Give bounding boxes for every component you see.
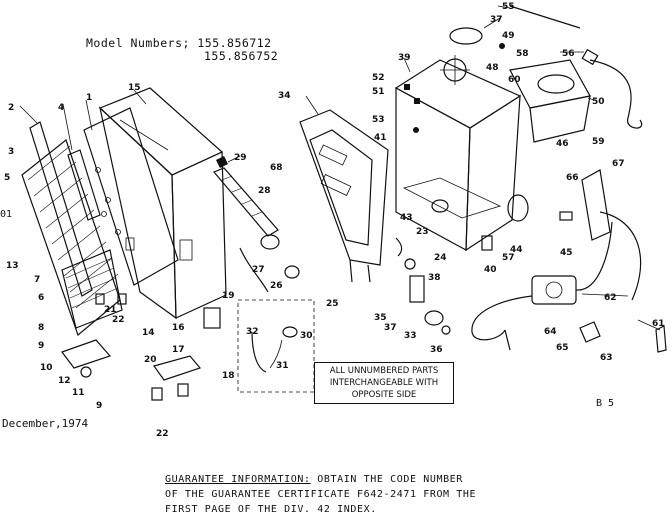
- callout-20: 20: [144, 355, 157, 365]
- front-grille-assembly: [21, 121, 123, 337]
- callout-52: 52: [372, 73, 385, 83]
- callout-11: 11: [72, 388, 85, 398]
- callout-1: 1: [86, 93, 92, 103]
- callout-45: 45: [560, 248, 573, 258]
- callout-48: 48: [486, 63, 499, 73]
- callout-55: 55: [502, 2, 515, 12]
- callout-7: 7: [34, 275, 40, 285]
- callout-56: 56: [562, 49, 575, 59]
- callout-12: 12: [58, 376, 71, 386]
- callout-62: 62: [604, 293, 617, 303]
- callout-6: 6: [38, 293, 44, 303]
- callout-37b: 37: [384, 323, 397, 333]
- callout-24: 24: [434, 253, 447, 263]
- callout-53: 53: [372, 115, 385, 125]
- left-margin-mark: 01: [0, 209, 13, 220]
- callout-65: 65: [556, 343, 569, 353]
- callout-40: 40: [484, 265, 497, 275]
- callout-3: 3: [8, 147, 14, 157]
- callout-14: 14: [142, 328, 155, 338]
- burner-tube: [213, 167, 300, 293]
- callout-33: 33: [404, 331, 417, 341]
- callout-26: 26: [270, 281, 283, 291]
- callout-9: 9: [38, 341, 44, 351]
- heat-exchanger: [299, 109, 389, 283]
- model-numbers: Model Numbers; 155.856712 155.856752: [86, 37, 278, 63]
- callout-18: 18: [222, 371, 235, 381]
- model-line-1: Model Numbers; 155.856712: [86, 36, 272, 50]
- callout-17: 17: [172, 345, 185, 355]
- callout-35: 35: [374, 313, 387, 323]
- pilot-group-box: [237, 299, 315, 393]
- callout-39: 39: [398, 53, 411, 63]
- model-line-2: 155.856752: [204, 49, 279, 63]
- callout-49: 49: [502, 31, 515, 41]
- callout-9b: 9: [96, 401, 102, 411]
- callout-66: 66: [566, 173, 579, 183]
- callout-67: 67: [612, 159, 625, 169]
- callout-63: 63: [600, 353, 613, 363]
- callout-21: 21: [104, 305, 117, 315]
- guarantee-line-3: FIRST PAGE OF THE DIV. 42 INDEX.: [165, 504, 377, 515]
- note-line-2: INTERCHANGEABLE WITH: [329, 378, 439, 388]
- inner-panel: [83, 107, 179, 286]
- callout-13: 13: [6, 261, 19, 271]
- note-line-1: ALL UNNUMBERED PARTS: [329, 366, 439, 376]
- callout-15: 15: [128, 83, 141, 93]
- callout-41: 41: [374, 133, 387, 143]
- callout-22b: 22: [156, 429, 169, 439]
- guarantee-line-1: OBTAIN THE CODE NUMBER: [310, 474, 463, 485]
- interchangeable-note-box: ALL UNNUMBERED PARTS INTERCHANGEABLE WIT…: [314, 362, 454, 404]
- callout-8: 8: [38, 323, 44, 333]
- gas-valve: [471, 221, 613, 351]
- callout-2: 2: [8, 103, 14, 113]
- callout-57: 57: [502, 253, 515, 263]
- callout-4: 4: [58, 103, 64, 113]
- guarantee-line-2: OF THE GUARANTEE CERTIFICATE F642-2471 F…: [165, 489, 477, 500]
- thermostat-bracket: [581, 169, 611, 241]
- grille-hatching: [27, 145, 119, 309]
- callout-23: 23: [416, 227, 429, 237]
- callout-29: 29: [234, 153, 247, 163]
- callout-64: 64: [544, 327, 557, 337]
- part-callouts: 1 2 3 4 5 6 7 8 9 9 10 11 12 13 14 15 16…: [4, 2, 665, 439]
- date-label: December,1974: [2, 417, 89, 430]
- callout-61: 61: [652, 319, 665, 329]
- callout-59: 59: [592, 137, 605, 147]
- callout-51: 51: [372, 87, 385, 97]
- burner-housing: [394, 59, 522, 252]
- callout-5: 5: [4, 173, 10, 183]
- callout-58: 58: [516, 49, 529, 59]
- callout-34: 34: [278, 91, 291, 101]
- guarantee-information: GUARANTEE INFORMATION: OBTAIN THE CODE N…: [165, 472, 476, 517]
- callout-38: 38: [428, 273, 441, 283]
- callout-22: 22: [112, 315, 125, 325]
- page-mark: B 5: [596, 398, 615, 409]
- callout-30: 30: [300, 331, 313, 341]
- callout-44: 44: [510, 245, 523, 255]
- guarantee-label: GUARANTEE INFORMATION:: [165, 474, 311, 485]
- callout-68: 68: [270, 163, 283, 173]
- callout-25: 25: [326, 299, 339, 309]
- cabinet: [98, 87, 227, 320]
- callout-32: 32: [246, 327, 259, 337]
- leader-lines: [19, 5, 661, 331]
- power-cord: [589, 59, 643, 129]
- callout-31: 31: [276, 361, 289, 371]
- callout-43: 43: [400, 213, 413, 223]
- callout-50: 50: [592, 97, 605, 107]
- blower-motor: [440, 27, 591, 143]
- callout-27: 27: [252, 265, 265, 275]
- callout-36: 36: [430, 345, 443, 355]
- callout-46: 46: [556, 139, 569, 149]
- callout-28: 28: [258, 186, 271, 196]
- callout-60: 60: [508, 75, 521, 85]
- callout-37: 37: [490, 15, 503, 25]
- callout-10: 10: [40, 363, 53, 373]
- callout-16: 16: [172, 323, 185, 333]
- note-line-3: OPPOSITE SIDE: [351, 390, 417, 400]
- callout-19: 19: [222, 291, 235, 301]
